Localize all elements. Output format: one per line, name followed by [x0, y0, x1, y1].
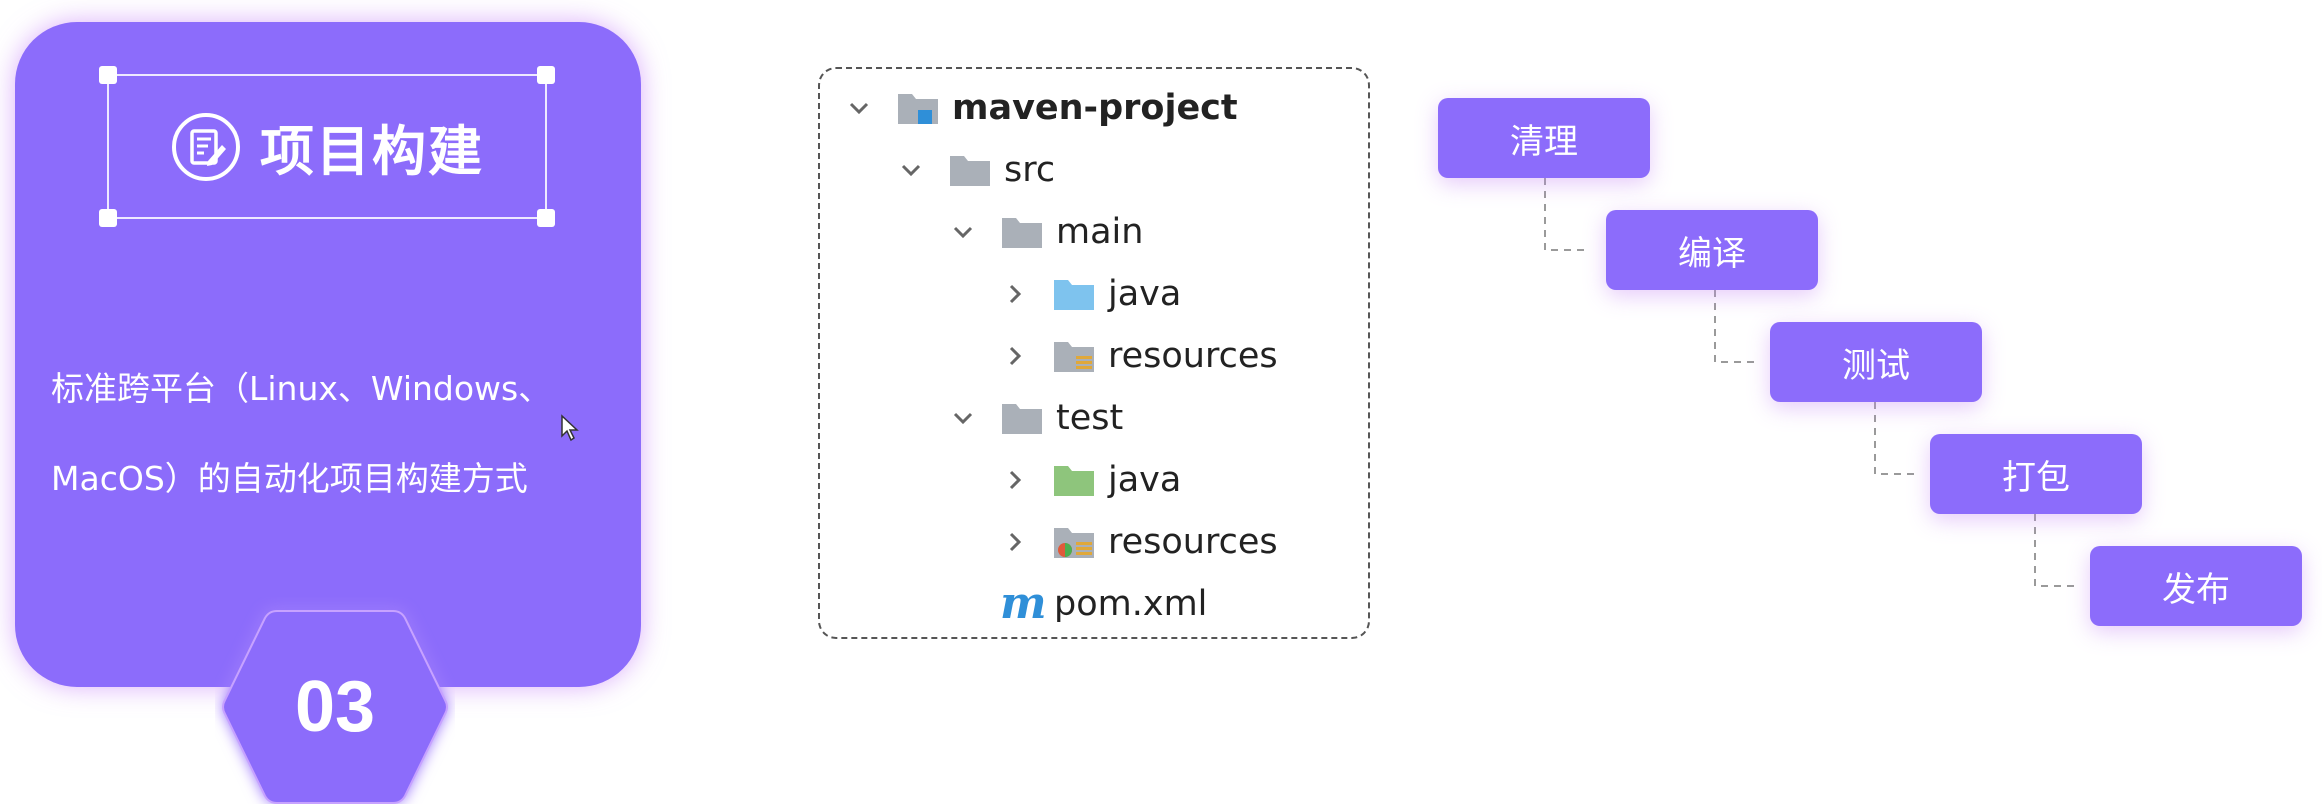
test-resources-folder-icon	[1054, 528, 1094, 558]
step-clean: 清理	[1438, 98, 1650, 178]
step-package: 打包	[1930, 434, 2142, 514]
step-compile: 编译	[1606, 210, 1818, 290]
chevron-down-icon[interactable]	[896, 155, 926, 185]
step-test: 测试	[1770, 322, 1982, 402]
document-edit-icon	[172, 112, 240, 181]
folder-icon	[1002, 404, 1042, 434]
chevron-down-icon[interactable]	[948, 403, 978, 433]
title-frame: 项目构建	[99, 66, 555, 227]
tree-node-label: test	[1056, 398, 1124, 438]
tree-node-test[interactable]: test	[948, 393, 1123, 443]
tree-node-label: src	[1004, 150, 1056, 190]
test-folder-icon	[1054, 466, 1094, 496]
tree-node-src[interactable]: src	[896, 145, 1055, 195]
source-folder-icon	[1054, 280, 1094, 310]
frame-corner	[99, 66, 117, 84]
module-folder-icon	[898, 94, 938, 124]
project-tree: maven-project src main java	[818, 67, 1370, 639]
tree-node-label: main	[1056, 212, 1144, 252]
tree-node-main[interactable]: main	[948, 207, 1143, 257]
tree-node-label: pom.xml	[1054, 584, 1208, 624]
description-line: MacOS）的自动化项目构建方式	[51, 459, 528, 498]
mouse-cursor-icon	[561, 414, 579, 442]
tree-node-main-resources[interactable]: resources	[1000, 331, 1278, 381]
tree-node-test-resources[interactable]: resources	[1000, 517, 1278, 567]
tree-node-label: maven-project	[952, 88, 1238, 128]
tree-node-label: resources	[1108, 336, 1278, 376]
folder-icon	[1002, 218, 1042, 248]
maven-file-icon: m	[1000, 578, 1047, 629]
chevron-down-icon[interactable]	[844, 93, 874, 123]
section-number: 03	[294, 667, 376, 747]
frame-corner	[537, 66, 555, 84]
frame-corner	[537, 209, 555, 227]
chevron-right-icon[interactable]	[1000, 527, 1030, 557]
chevron-right-icon[interactable]	[1000, 465, 1030, 495]
number-badge: 03	[215, 597, 455, 804]
tree-node-test-java[interactable]: java	[1000, 455, 1181, 505]
tree-node-label: java	[1108, 460, 1182, 500]
tree-node-root[interactable]: maven-project	[844, 83, 1238, 133]
title-row: 项目构建	[109, 76, 545, 217]
step-connectors	[1544, 178, 2075, 587]
tree-node-pom[interactable]: m pom.xml	[948, 579, 1207, 629]
folder-icon	[950, 156, 990, 186]
frame-corner	[99, 209, 117, 227]
tree-node-label: resources	[1108, 522, 1278, 562]
step-deploy: 发布	[2090, 546, 2302, 626]
card-description: 标准跨平台（Linux、Windows、 MacOS）的自动化项目构建方式	[51, 344, 611, 524]
description-line: 标准跨平台（Linux、Windows、	[51, 369, 552, 408]
chevron-down-icon[interactable]	[948, 217, 978, 247]
card-title: 项目构建	[260, 120, 484, 183]
resources-folder-icon	[1054, 342, 1094, 372]
chevron-right-icon[interactable]	[1000, 279, 1030, 309]
feature-card: 项目构建 标准跨平台（Linux、Windows、 MacOS）的自动化项目构建…	[15, 22, 641, 804]
chevron-right-icon[interactable]	[1000, 341, 1030, 371]
tree-node-main-java[interactable]: java	[1000, 269, 1181, 319]
hexagon-shape	[222, 610, 448, 804]
tree-node-label: java	[1108, 274, 1182, 314]
